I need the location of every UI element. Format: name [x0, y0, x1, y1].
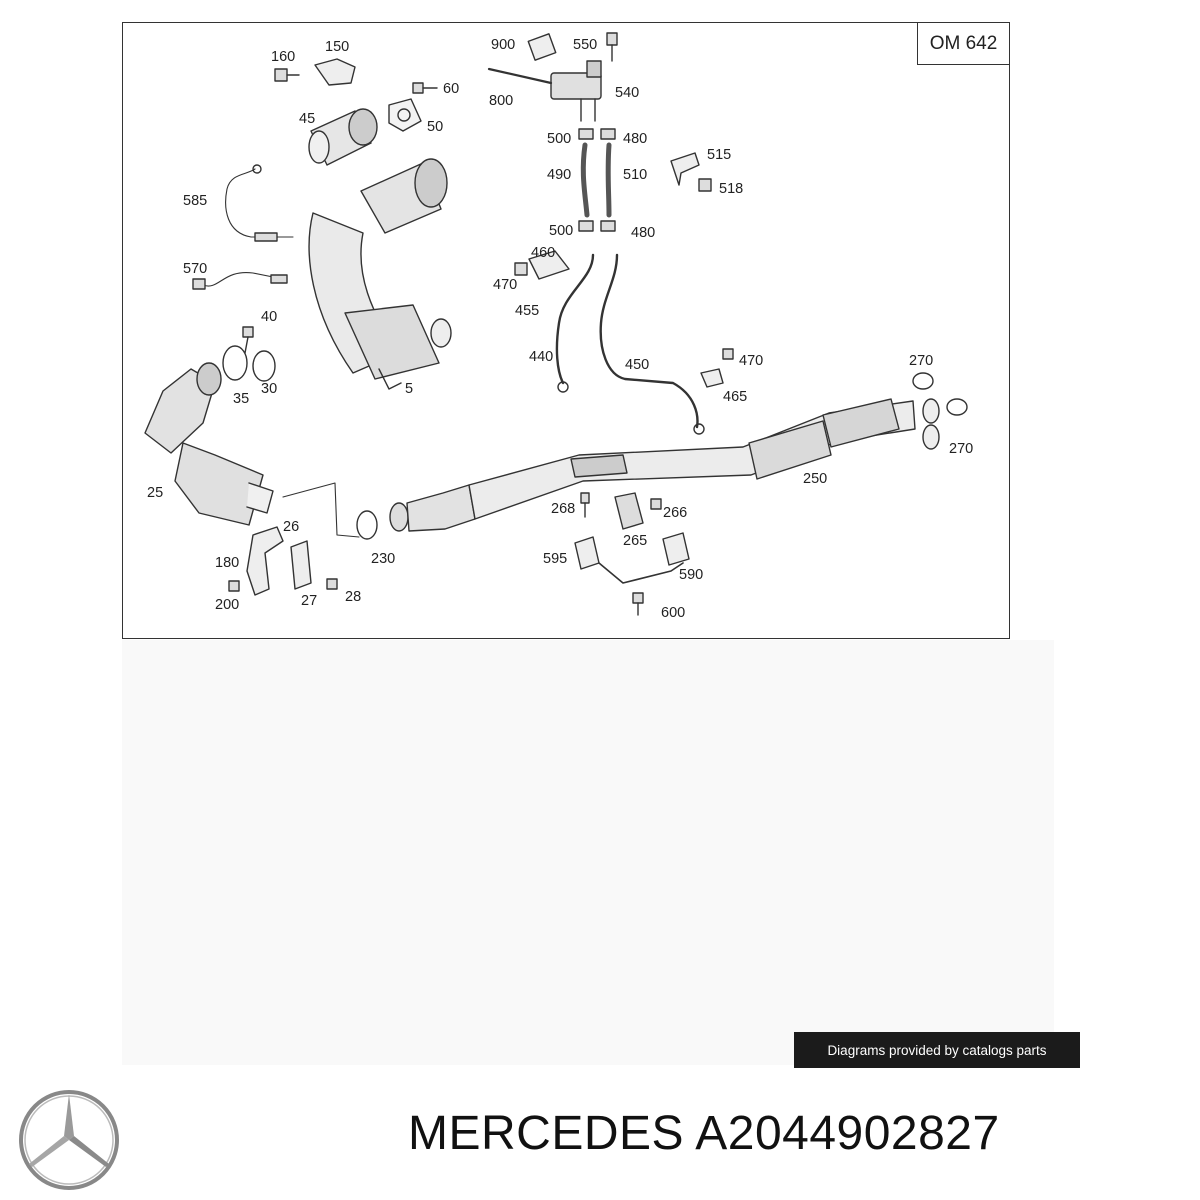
- part-number-labels: 160 150 900 550 60 800 540 45 50 500 480…: [147, 37, 973, 621]
- label-900: 900: [491, 37, 515, 53]
- exhaust-pipe-250-shape: [389, 398, 940, 532]
- label-268: 268: [551, 501, 575, 517]
- label-465: 465: [723, 389, 747, 405]
- label-5: 5: [405, 381, 413, 397]
- bolt-40-shape: [242, 326, 254, 354]
- label-570: 570: [183, 261, 207, 277]
- label-518: 518: [719, 181, 743, 197]
- label-35: 35: [233, 391, 249, 407]
- label-45: 45: [299, 111, 315, 127]
- label-480b: 480: [631, 225, 655, 241]
- bolt-470b-shape: [722, 348, 734, 360]
- label-230: 230: [371, 551, 395, 567]
- pipes-440-450-shape: [555, 253, 705, 435]
- label-25: 25: [147, 485, 163, 501]
- exploded-parts-diagram: 160 150 900 550 60 800 540 45 50 500 480…: [122, 22, 1010, 639]
- diagram-background-area: [122, 640, 1054, 1065]
- label-455: 455: [515, 303, 539, 319]
- label-150: 150: [325, 39, 349, 55]
- leader-25-230: [282, 482, 360, 538]
- label-585: 585: [183, 193, 207, 209]
- label-270b: 270: [949, 441, 973, 457]
- label-28: 28: [345, 589, 361, 605]
- diagram-credit-badge: Diagrams provided by catalogs parts: [794, 1032, 1080, 1068]
- bolt-160-shape: [274, 68, 300, 82]
- bracket-27-shape: [290, 540, 312, 590]
- clamp-35-shape: [222, 345, 248, 381]
- clip-515-shape: [670, 152, 700, 186]
- catalyst-25-shape: [144, 362, 274, 526]
- label-515: 515: [707, 147, 731, 163]
- nut-518-shape: [698, 178, 712, 192]
- part-number-title: MERCEDES A2044902827: [408, 1107, 1000, 1160]
- pressure-sensor-540-shape: [487, 32, 618, 122]
- bolt-470a-shape: [514, 262, 528, 276]
- label-550: 550: [573, 37, 597, 53]
- nut-200-shape: [228, 580, 240, 592]
- label-250: 250: [803, 471, 827, 487]
- label-540: 540: [615, 85, 639, 101]
- mount-265-shape: [580, 492, 662, 530]
- label-590: 590: [679, 567, 703, 583]
- label-200: 200: [215, 597, 239, 613]
- label-266: 266: [663, 505, 687, 521]
- bracket-590-shape: [574, 532, 690, 616]
- label-800: 800: [489, 93, 513, 109]
- ring-30-shape: [252, 350, 276, 382]
- label-40: 40: [261, 309, 277, 325]
- label-595: 595: [543, 551, 567, 567]
- label-470b: 470: [739, 353, 763, 369]
- label-50: 50: [427, 119, 443, 135]
- gasket-50-shape: [388, 98, 422, 132]
- sensor-585-cable: [225, 168, 294, 238]
- pipe-45-shape: [308, 108, 378, 166]
- label-27: 27: [301, 593, 317, 609]
- stud-60-shape: [412, 82, 438, 94]
- label-600: 600: [661, 605, 685, 621]
- engine-code-tag: OM 642: [917, 23, 1009, 65]
- label-60: 60: [443, 81, 459, 97]
- bracket-26-shape: [246, 526, 284, 596]
- mercedes-star-icon: [19, 1090, 119, 1190]
- label-440: 440: [529, 349, 553, 365]
- label-510: 510: [623, 167, 647, 183]
- nut-28-shape: [326, 578, 338, 590]
- label-30: 30: [261, 381, 277, 397]
- clamp-270a-shape: [912, 372, 934, 390]
- label-160: 160: [271, 49, 295, 65]
- parts-drawing: 160 150 900 550 60 800 540 45 50 500 480…: [144, 32, 973, 621]
- hoses-490-510-shape: [578, 128, 616, 232]
- label-470a: 470: [493, 277, 517, 293]
- label-460: 460: [531, 245, 555, 261]
- label-490: 490: [547, 167, 571, 183]
- label-450: 450: [625, 357, 649, 373]
- label-270a: 270: [909, 353, 933, 369]
- clamp-270b-shape: [946, 398, 968, 416]
- label-265: 265: [623, 533, 647, 549]
- sensor-570-cable: [202, 272, 284, 287]
- label-500b: 500: [549, 223, 573, 239]
- bracket-150-shape: [314, 58, 356, 86]
- clip-465-shape: [700, 368, 724, 388]
- catalyst-5-shape: [308, 158, 452, 390]
- label-180: 180: [215, 555, 239, 571]
- label-500a: 500: [547, 131, 571, 147]
- label-26: 26: [283, 519, 299, 535]
- bracket-455-460-shape: [528, 250, 570, 280]
- clamp-230-shape: [356, 510, 378, 540]
- label-480a: 480: [623, 131, 647, 147]
